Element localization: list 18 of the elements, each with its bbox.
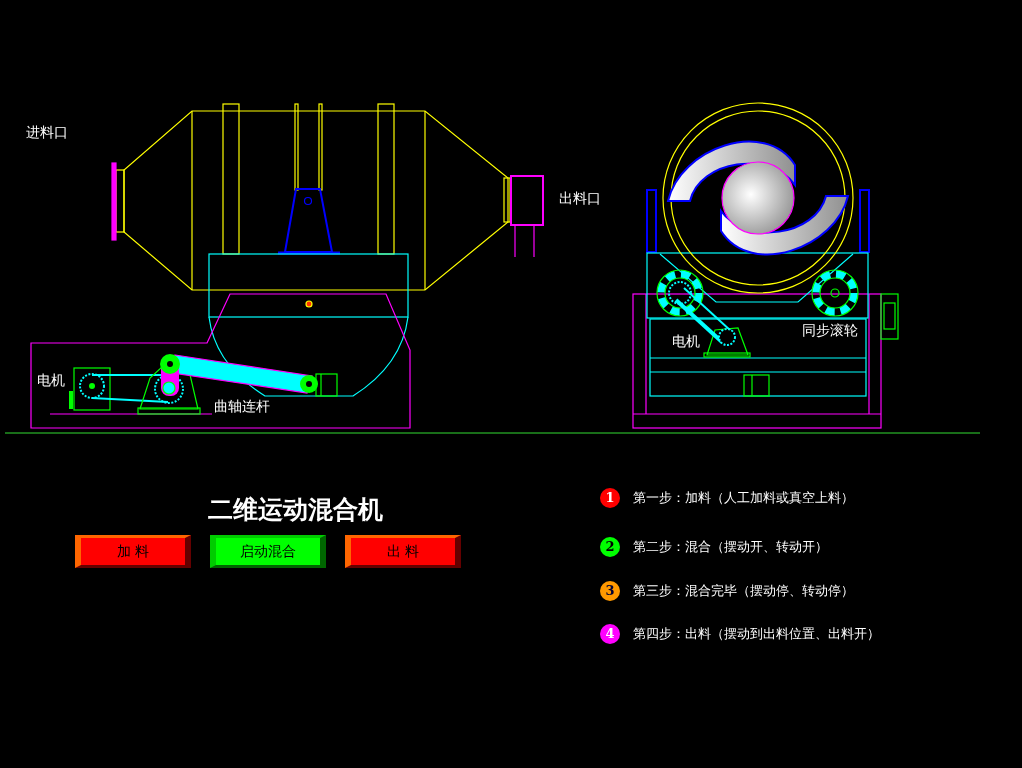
title: 二维运动混合机 bbox=[208, 494, 383, 526]
step-number-badge: 2 bbox=[600, 537, 620, 557]
step-text: 第四步：出料（摆动到出料位置、出料开） bbox=[633, 626, 880, 642]
part-label: 出料口 bbox=[559, 190, 601, 206]
part-label: 电机 bbox=[672, 333, 700, 349]
step-text: 第一步：加料（人工加料或真空上料） bbox=[633, 490, 854, 506]
step-number-badge: 4 bbox=[600, 624, 620, 644]
step-text: 第三步：混合完毕（摆动停、转动停） bbox=[633, 583, 854, 599]
step-number-badge: 3 bbox=[600, 581, 620, 601]
button: 启动混合 bbox=[210, 535, 326, 568]
part-label: 曲轴连杆 bbox=[214, 398, 270, 414]
step-text: 第二步：混合（摆动开、转动开） bbox=[633, 539, 828, 555]
part-label: 进料口 bbox=[26, 124, 68, 140]
part-label: 电机 bbox=[37, 372, 65, 388]
button: 出 料 bbox=[345, 535, 461, 568]
part-label: 同步滚轮 bbox=[802, 322, 858, 338]
step-number-badge: 1 bbox=[600, 488, 620, 508]
button: 加 料 bbox=[75, 535, 191, 568]
